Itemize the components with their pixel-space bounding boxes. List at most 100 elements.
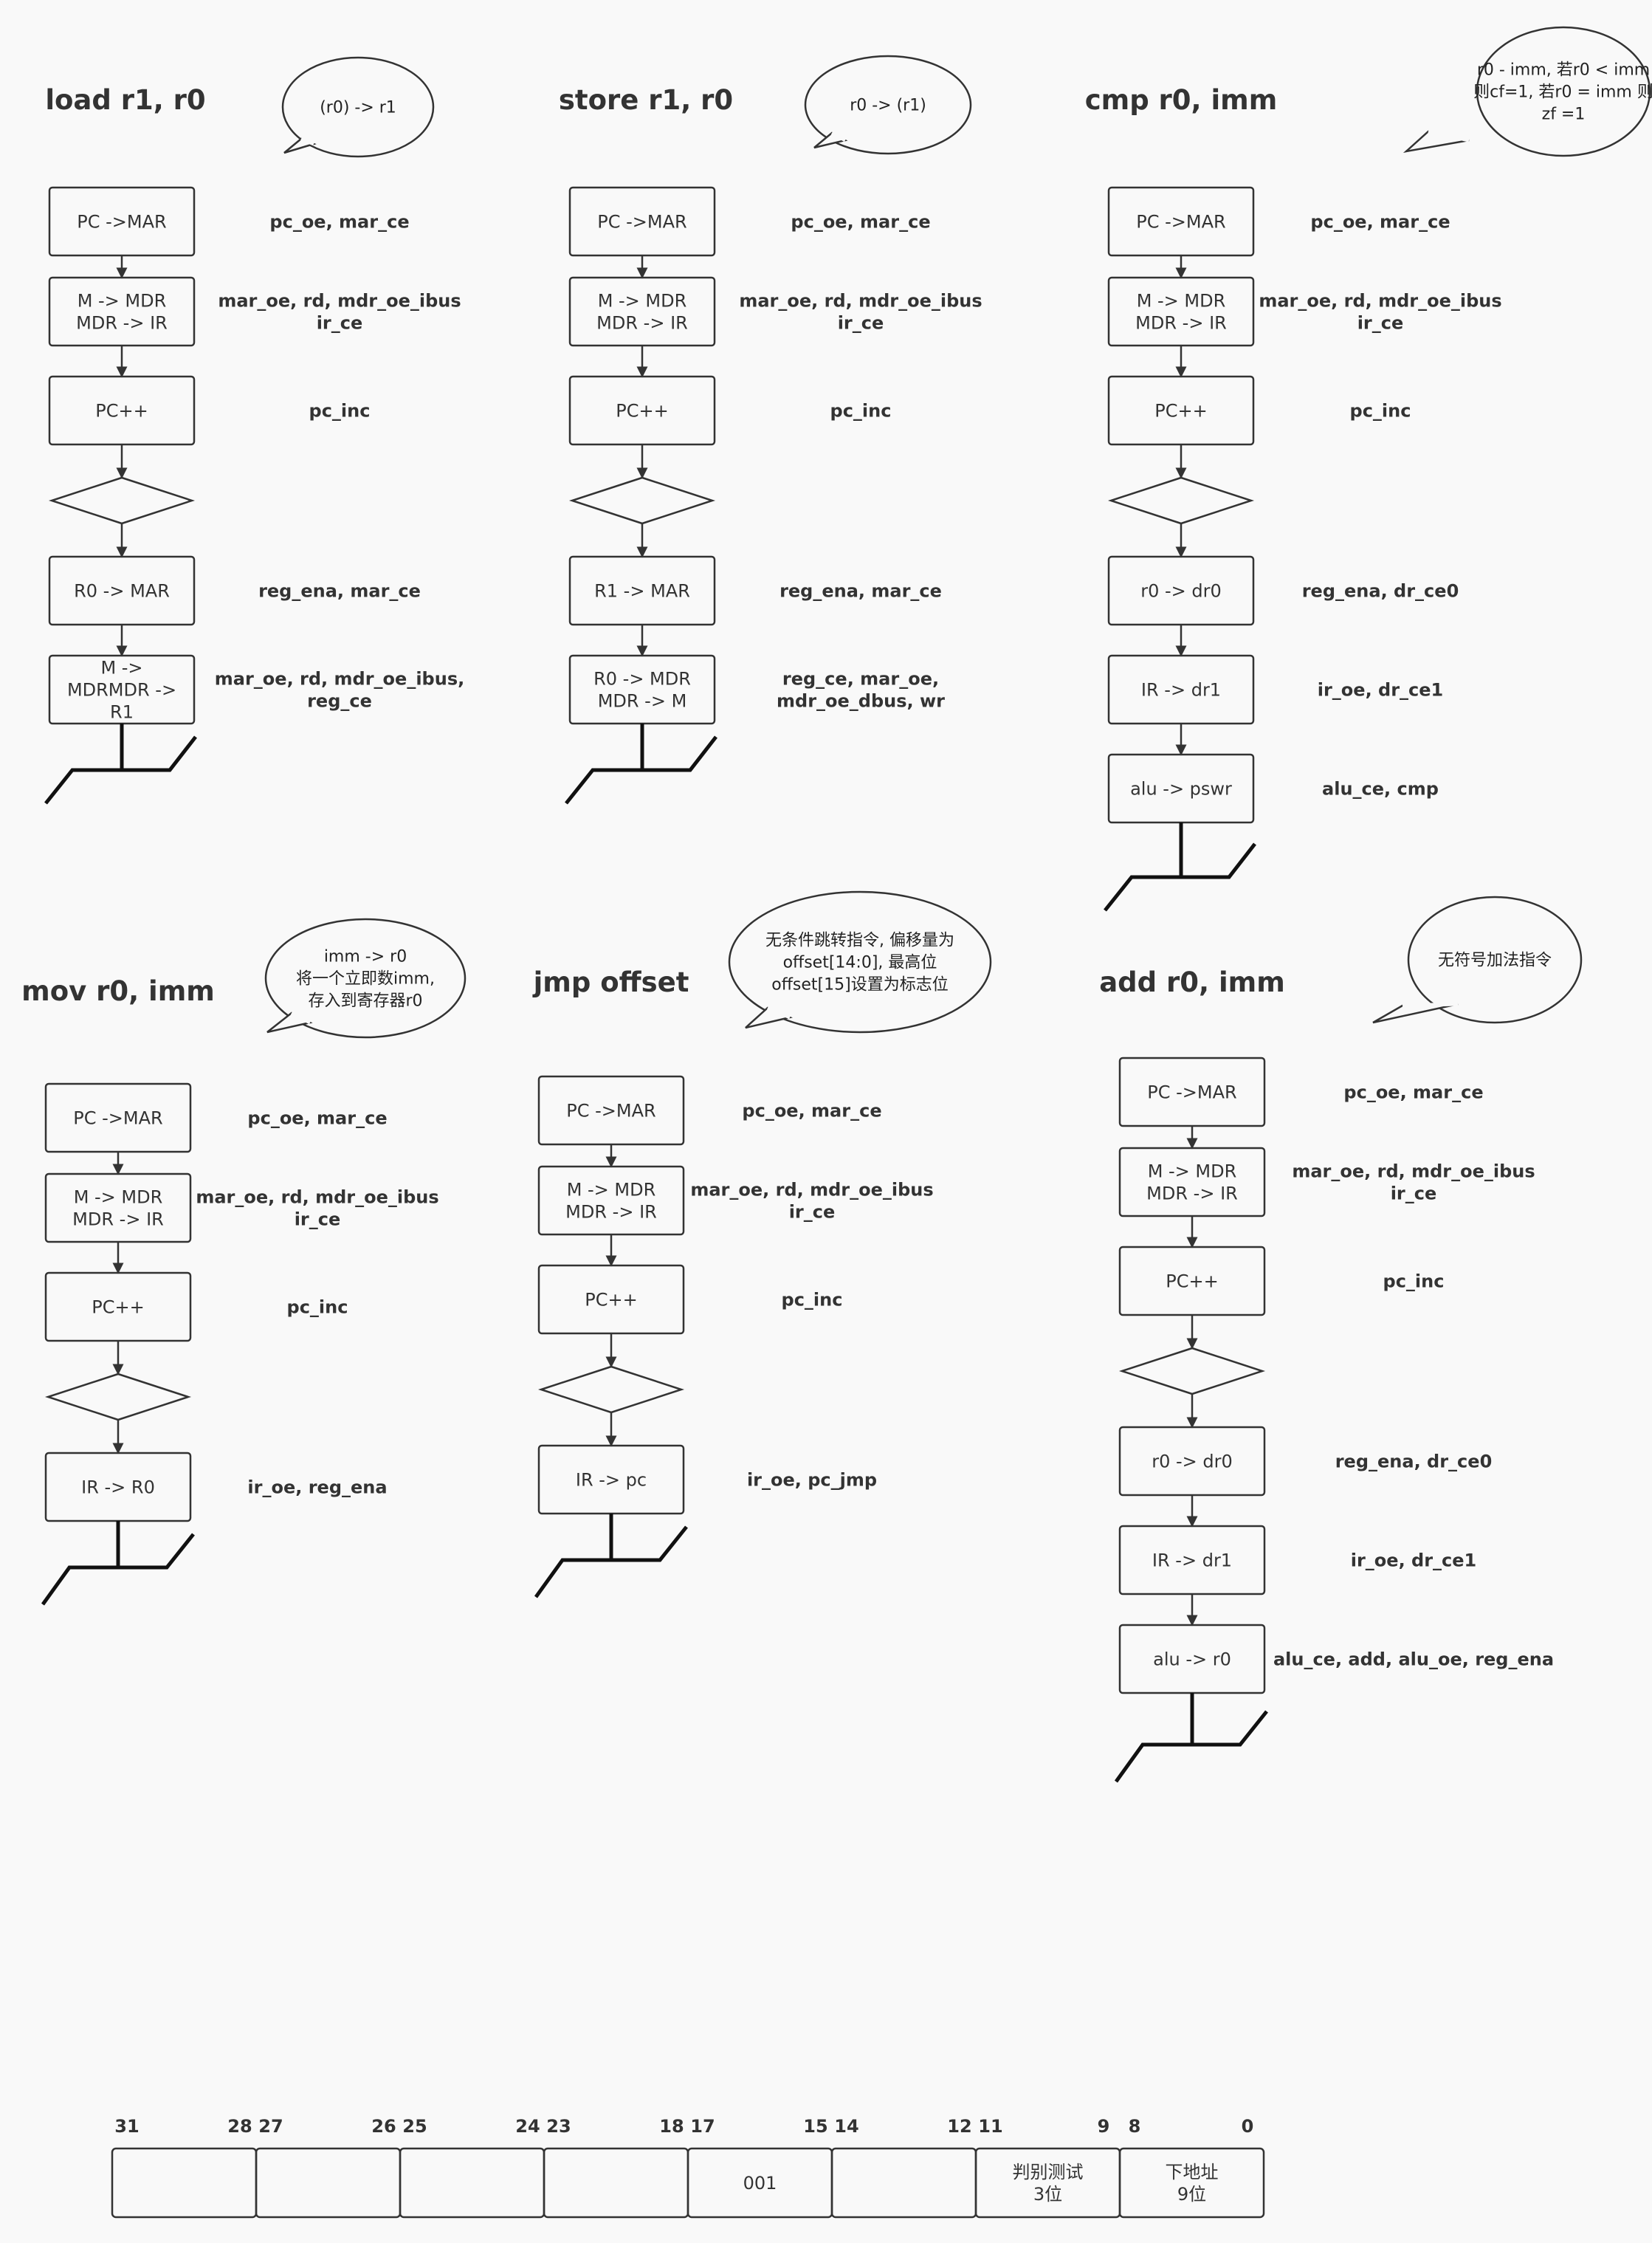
control-signals: ir_oe, dr_ce1 [1318, 679, 1444, 700]
format-field-box [399, 2147, 545, 2219]
format-field-box [543, 2147, 689, 2219]
process-step: alu -> r0 alu_ce, add, alu_oe, reg_ena [1118, 1624, 1554, 1694]
process-box-label: PC++ [585, 1289, 637, 1310]
end-terminal-slash [41, 1567, 71, 1605]
format-field-box [1118, 2147, 1265, 2219]
control-signals: ir_oe, dr_ce1 [1351, 1550, 1477, 1570]
process-step: PC++pc_inc [537, 1264, 842, 1335]
process-box-label: alu -> r0 [1153, 1649, 1231, 1669]
control-signals: alu_ce, add, alu_oe, reg_ena [1273, 1649, 1554, 1669]
control-signals: reg_ena, mar_ce [779, 580, 942, 601]
process-step: PC++pc_inc [1107, 375, 1411, 446]
decision-diamond [1118, 1347, 1266, 1395]
bit-index-low: 28 [227, 2116, 252, 2137]
process-step: IR -> dr1 ir_oe, dr_ce1 [1107, 654, 1444, 725]
flowchart-title: mov r0, imm [21, 975, 215, 1007]
control-signals: pc_oe, mar_ce [1310, 211, 1450, 232]
process-step: IR -> dr1 ir_oe, dr_ce1 [1118, 1525, 1477, 1595]
process-box [568, 654, 716, 725]
decision-diamond [44, 1373, 192, 1421]
speech-bubble-shape [728, 890, 992, 1034]
speech-bubble-shape [281, 56, 435, 158]
process-box-label: IR -> dr1 [1141, 679, 1221, 700]
process-step: PC++ pc_inc [48, 375, 371, 446]
decision-diamond [48, 476, 196, 525]
decision-diamond [1107, 476, 1255, 525]
process-box-label: r0 -> dr0 [1152, 1451, 1233, 1471]
speech-bubble-shape [264, 918, 467, 1039]
process-box [568, 276, 716, 347]
process-box-label: PC ->MAR [1147, 1082, 1236, 1102]
process-box [1118, 1147, 1266, 1217]
process-box-label: R0 -> MAR [74, 580, 170, 601]
control-signals: reg_ena, mar_ce [258, 580, 421, 601]
speech-bubble-text: (r0) -> r1 [320, 99, 396, 117]
bit-index-high: 11 [978, 2116, 1002, 2137]
process-box-label: M ->MDRMDR ->R1 [67, 657, 176, 722]
control-signals: pc_oe, mar_ce [1343, 1082, 1483, 1102]
format-field-box [111, 2147, 258, 2219]
bit-index-high: 25 [402, 2116, 427, 2137]
bit-index-low: 18 [659, 2116, 684, 2137]
process-box-label: IR -> R0 [81, 1477, 155, 1497]
control-signals: reg_ce, mar_oe,mdr_oe_dbus, wr [777, 668, 945, 711]
control-signals: reg_ena, dr_ce0 [1335, 1451, 1493, 1471]
speech-bubble: (r0) -> r1 [281, 56, 435, 158]
control-signals: reg_ena, dr_ce0 [1302, 580, 1459, 601]
speech-bubble-shape [1476, 26, 1651, 157]
control-signals: mar_oe, rd, mdr_oe_ibus,reg_ce [215, 668, 464, 711]
end-terminal-slash [1115, 1744, 1144, 1782]
decision-diamond [537, 1365, 685, 1414]
bit-index-high: 31 [114, 2116, 139, 2137]
bit-index-high: 27 [258, 2116, 283, 2137]
control-signals: pc_inc [830, 400, 892, 421]
flowchart-title: store r1, r0 [559, 84, 733, 116]
control-signals: pc_inc [309, 400, 371, 421]
process-box-label: IR -> pc [576, 1469, 647, 1490]
end-terminal-slash [1104, 876, 1133, 911]
process-box-label: PC++ [95, 400, 148, 421]
bit-index-low: 9 [1098, 2116, 1110, 2137]
bit-index-low: 24 [515, 2116, 540, 2137]
control-signals: pc_oe, mar_ce [742, 1100, 881, 1121]
format-field: 31 28 [111, 2116, 258, 2219]
process-box-label: r0 -> dr0 [1140, 580, 1222, 601]
process-step: r0 -> dr0 reg_ena, dr_ce0 [1107, 555, 1459, 626]
bit-index-low: 15 [803, 2116, 827, 2137]
process-box-label: alu -> pswr [1130, 778, 1232, 799]
process-step: r0 -> dr0 reg_ena, dr_ce0 [1118, 1426, 1493, 1497]
speech-bubble: 无符号加法指令 [1372, 896, 1583, 1024]
process-box-label: PC ->MAR [597, 211, 686, 232]
process-box-label: IR -> dr1 [1152, 1550, 1232, 1570]
end-terminal-slash [565, 769, 594, 804]
process-box [537, 1165, 685, 1236]
